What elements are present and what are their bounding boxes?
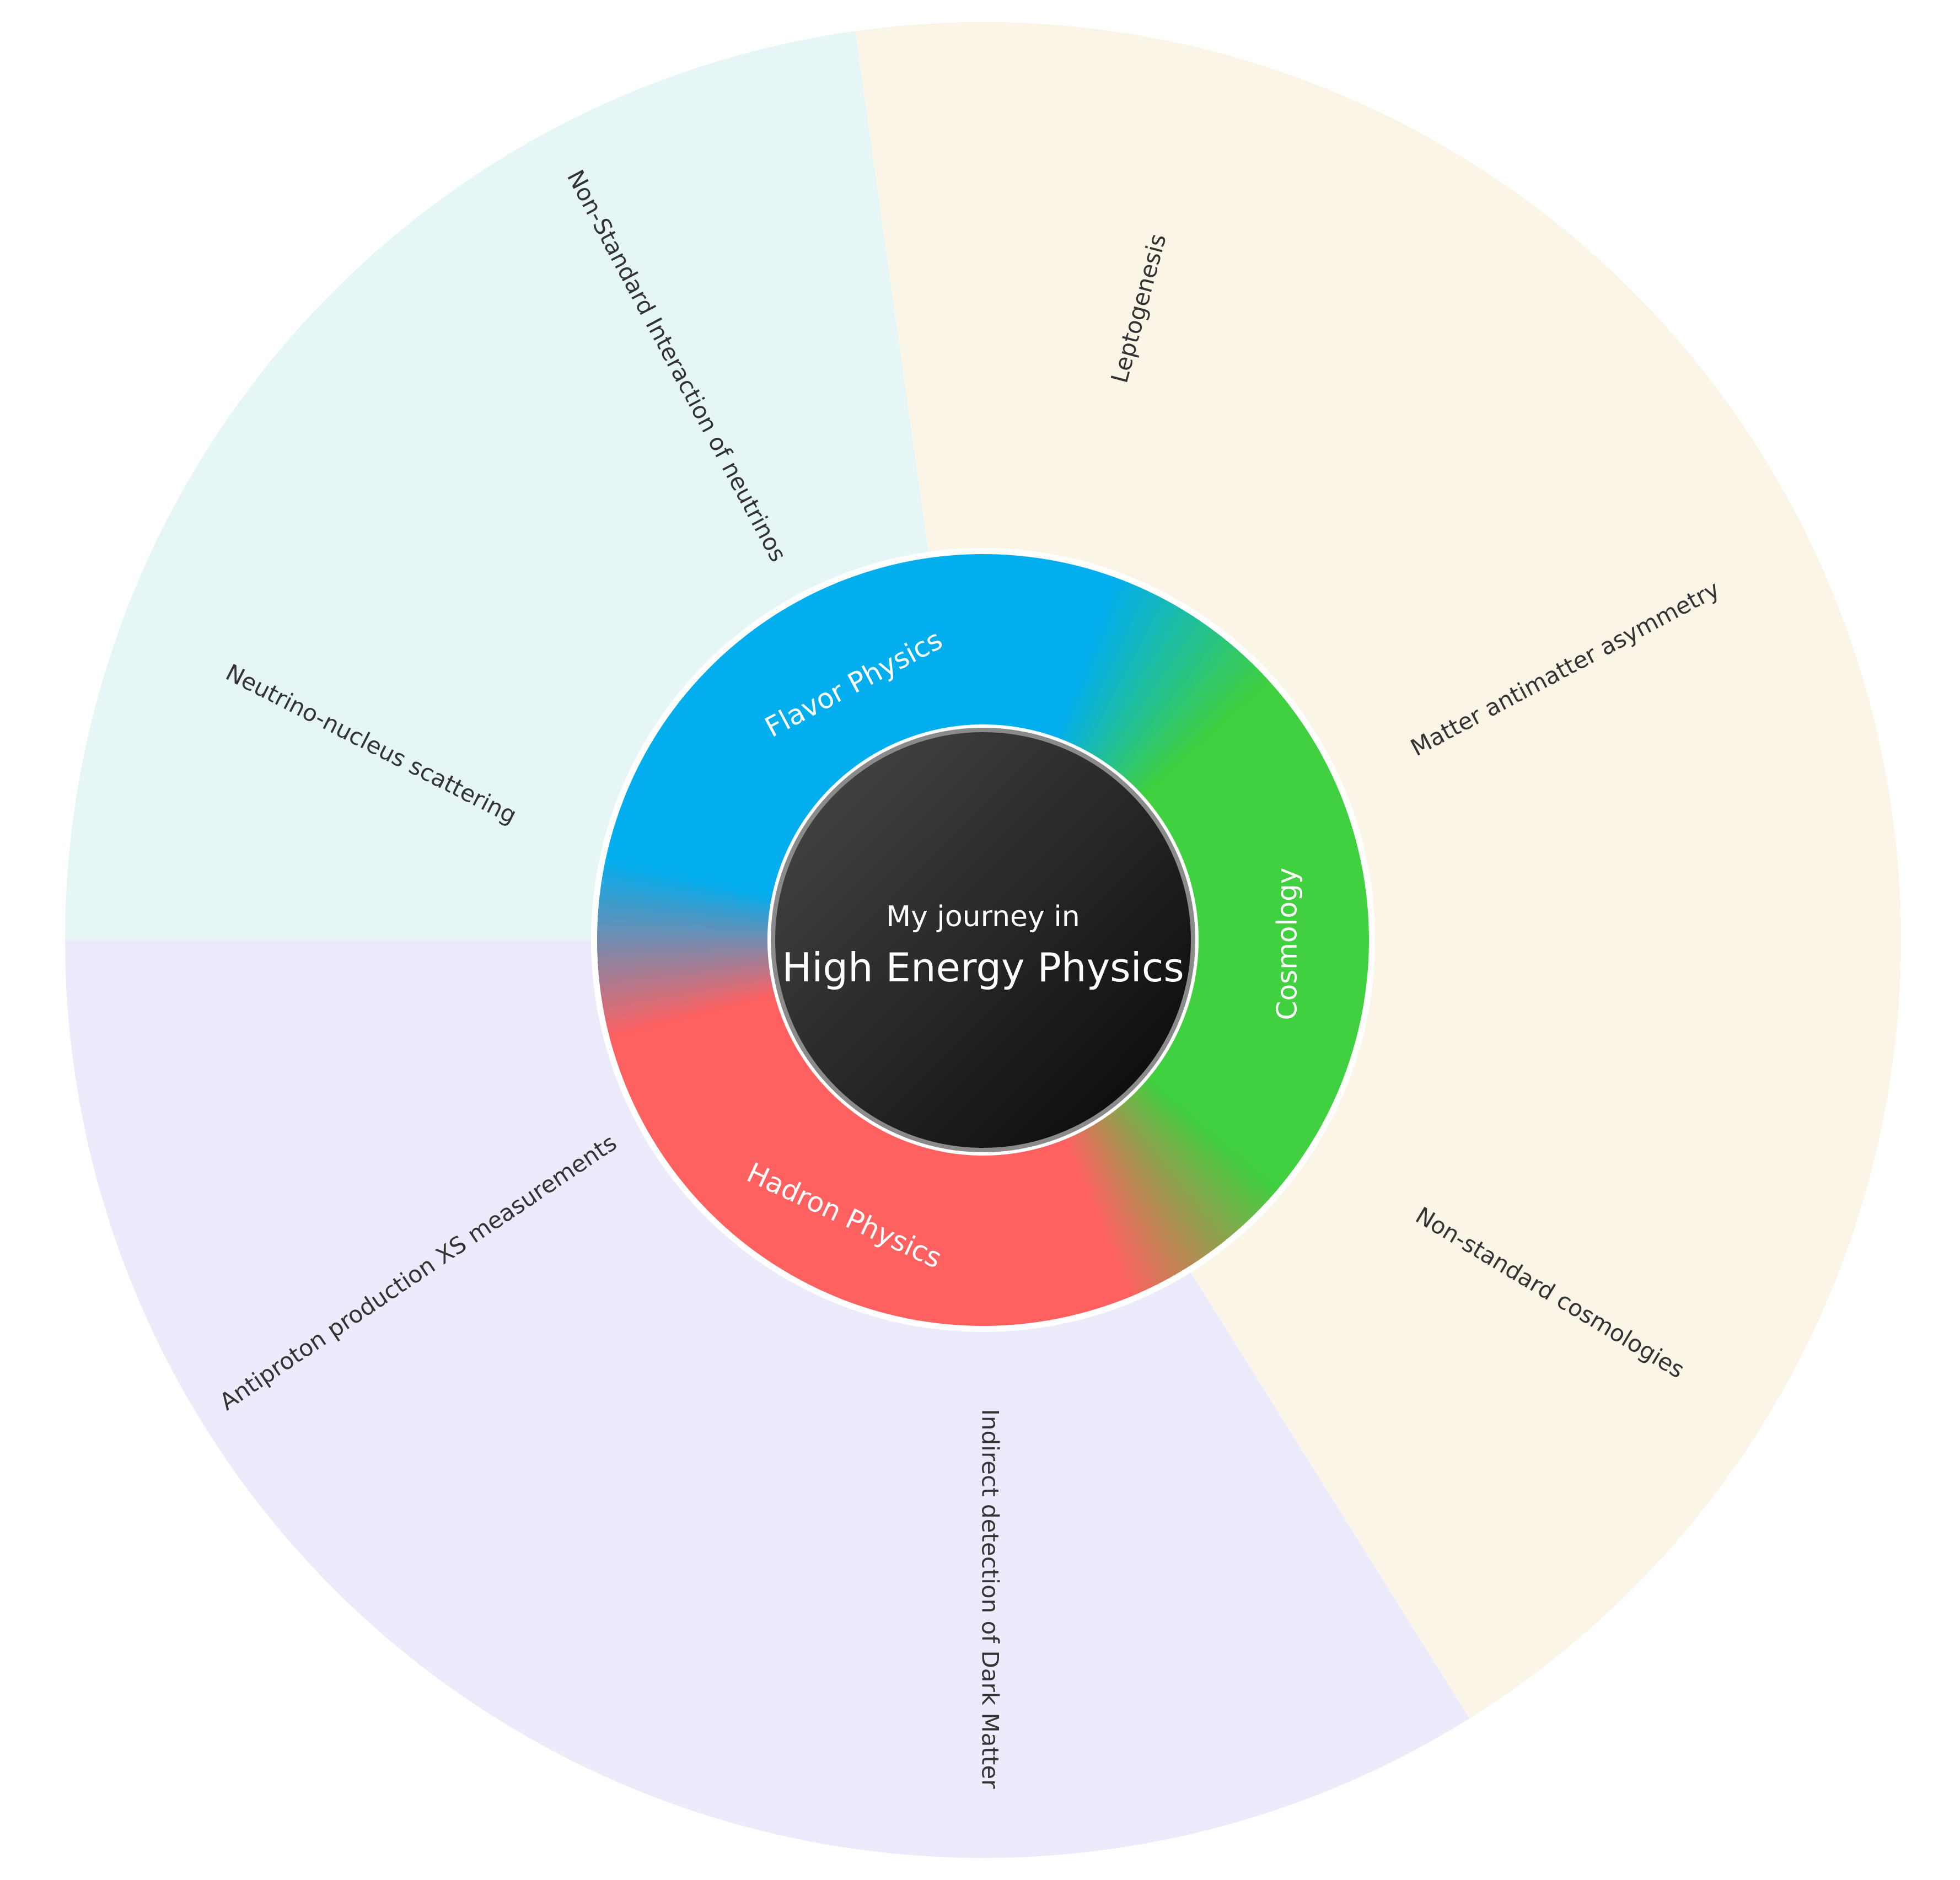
topic-label: Indirect detection of Dark Matter <box>977 1409 1004 1789</box>
category-ring-segment[interactable] <box>1126 1092 1252 1224</box>
category-ring-segment[interactable] <box>1140 1079 1275 1201</box>
category-ring-segment[interactable] <box>597 951 772 970</box>
category-ring-segment[interactable] <box>1108 627 1218 772</box>
category-ring-segment[interactable] <box>1088 1122 1182 1276</box>
category-ring-segment[interactable] <box>1119 644 1238 781</box>
category-ring-segment[interactable] <box>598 958 772 983</box>
category-ring-segment[interactable] <box>1127 658 1253 788</box>
category-ring-segment[interactable] <box>1122 648 1244 783</box>
category-ring-segment[interactable] <box>1061 1135 1134 1299</box>
category-ring-segment[interactable] <box>1071 1131 1152 1291</box>
category-ring-segment[interactable] <box>1091 1120 1188 1272</box>
category-ring-segment[interactable] <box>1121 1098 1242 1233</box>
category-ring-segment[interactable] <box>1109 1107 1221 1250</box>
category-ring-segment[interactable] <box>602 972 775 1008</box>
category-ring-segment[interactable] <box>605 983 776 1028</box>
category-ring-segment[interactable] <box>1082 599 1173 755</box>
center-subtitle: My journey in <box>886 900 1080 933</box>
category-ring-segment[interactable] <box>1072 590 1155 750</box>
category-ring-segment[interactable] <box>605 554 1118 896</box>
category-ring-segment[interactable] <box>1135 1084 1265 1210</box>
category-ring-segment[interactable] <box>1098 616 1201 765</box>
category-ring-segment[interactable] <box>1076 593 1161 752</box>
center-title: High Energy Physics <box>782 944 1184 991</box>
category-ring-segment[interactable] <box>1097 1116 1199 1265</box>
category-ring-segment[interactable] <box>1116 640 1233 778</box>
category-ring-segment[interactable] <box>1114 636 1228 776</box>
category-ring-segment[interactable] <box>1064 1134 1140 1297</box>
category-ring-segment[interactable] <box>1107 1109 1216 1254</box>
category-ring-segment[interactable] <box>1103 1111 1210 1258</box>
category-ring-segment[interactable] <box>1132 1087 1261 1215</box>
category-ring-segment[interactable] <box>1102 620 1207 767</box>
category-ring-segment[interactable] <box>1135 672 1268 797</box>
category-ring-segment[interactable] <box>603 976 775 1015</box>
category-ring-segment[interactable] <box>609 993 1128 1326</box>
category-ring-segment[interactable] <box>1081 1125 1170 1282</box>
category-ring-segment[interactable] <box>1138 676 1272 799</box>
category-ring-segment[interactable] <box>1124 1095 1247 1229</box>
category-ring-segment[interactable] <box>1110 631 1223 774</box>
core-circle[interactable] <box>771 728 1195 1152</box>
category-ring-segment[interactable] <box>1068 1132 1146 1294</box>
category-ring-segment[interactable] <box>1086 602 1179 757</box>
category-ring-segment[interactable] <box>1079 596 1167 754</box>
category-ring-segment[interactable] <box>1142 1076 1279 1195</box>
category-ring-segment[interactable] <box>598 954 772 976</box>
category-ring-segment[interactable] <box>1075 1129 1158 1288</box>
category-ring-segment[interactable] <box>1092 609 1190 761</box>
category-ring-segment[interactable] <box>606 986 777 1034</box>
category-ring-segment[interactable] <box>1094 1118 1194 1269</box>
category-ring-segment[interactable] <box>600 969 774 1002</box>
category-ring-segment[interactable] <box>1084 1124 1176 1279</box>
category-ring-segment[interactable] <box>1100 1114 1205 1262</box>
category-ring-segment[interactable] <box>1089 605 1184 759</box>
category-ring-segment[interactable] <box>1129 1090 1256 1220</box>
category-ring-segment[interactable] <box>1078 1127 1164 1285</box>
category-label-cosmology: Cosmology <box>1271 868 1303 1020</box>
category-ring-segment[interactable] <box>1130 662 1258 791</box>
category-ring-segment[interactable] <box>1118 1100 1237 1238</box>
category-ring-segment[interactable] <box>604 979 776 1021</box>
category-ring-segment[interactable] <box>599 962 773 989</box>
category-ring-segment[interactable] <box>1112 1105 1226 1246</box>
outer-sector-cosmology[interactable] <box>855 22 1902 1718</box>
category-ring-segment[interactable] <box>1125 653 1248 786</box>
category-ring-segment[interactable] <box>604 857 776 900</box>
category-ring-segment[interactable] <box>1104 624 1212 770</box>
category-ring-segment[interactable] <box>1115 1102 1231 1242</box>
category-ring-segment[interactable] <box>1141 681 1370 1190</box>
category-ring-segment[interactable] <box>1096 613 1196 763</box>
category-ring-segment[interactable] <box>597 947 771 963</box>
category-ring-segment[interactable] <box>1137 1082 1270 1205</box>
category-ring-segment[interactable] <box>1133 667 1263 794</box>
category-ring <box>597 554 1370 1326</box>
category-ring-segment[interactable] <box>608 990 778 1040</box>
category-ring-segment[interactable] <box>600 965 773 996</box>
